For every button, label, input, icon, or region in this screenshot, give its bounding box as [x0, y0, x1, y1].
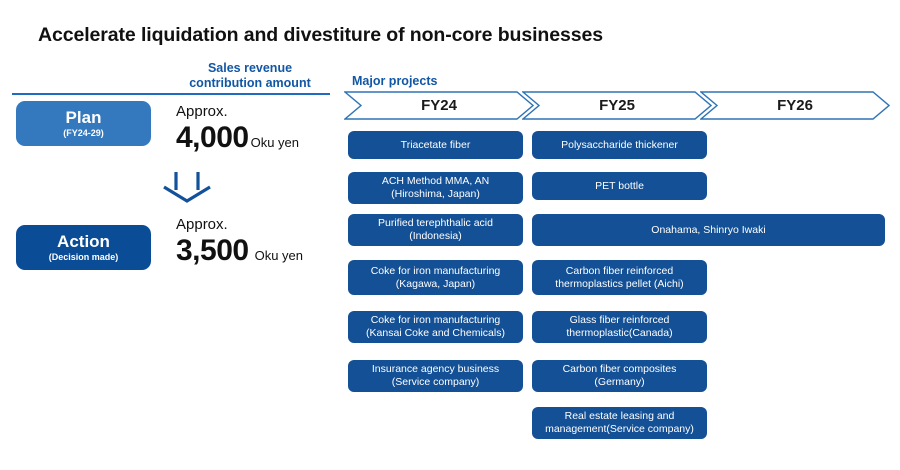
stage-pill-plan-sub: (FY24-29) [63, 128, 104, 138]
project-bar[interactable]: Insurance agency business(Service compan… [348, 360, 523, 392]
amount-action-unit: Oku yen [254, 248, 303, 263]
project-bar[interactable]: ACH Method MMA, AN(Hiroshima, Japan) [348, 172, 523, 204]
page-title: Accelerate liquidation and divestiture o… [38, 24, 603, 46]
stage-pill-action-sub: (Decision made) [48, 252, 119, 262]
project-bar[interactable]: Triacetate fiber [348, 131, 523, 159]
project-bar[interactable]: Coke for iron manufacturing(Kansai Coke … [348, 311, 523, 343]
stage-pill-plan-name: Plan [65, 108, 102, 127]
project-bar-spanning[interactable]: Onahama, Shinryo Iwaki [532, 214, 885, 246]
stage-pill-action-name: Action [57, 232, 110, 251]
fiscal-year-band: FY24 FY25 FY26 [344, 91, 890, 120]
down-arrow-icon [160, 170, 222, 206]
stage-pill-action[interactable]: Action (Decision made) [16, 225, 151, 270]
sales-revenue-underline [12, 93, 330, 95]
amount-action-approx: Approx. [176, 216, 228, 233]
chevron-fy25-label: FY25 [599, 97, 635, 114]
amount-action-value: 3,500 [176, 234, 249, 267]
amount-plan: Approx. 4,000 Oku yen [176, 102, 299, 155]
amount-plan-row: 4,000 Oku yen [176, 121, 299, 155]
amount-plan-approx: Approx. [176, 103, 228, 120]
sales-revenue-header: Sales revenue contribution amount [170, 61, 330, 90]
amount-action-row: 3,500 Oku yen [176, 234, 303, 268]
project-bar[interactable]: Coke for iron manufacturing(Kagawa, Japa… [348, 260, 523, 295]
chevron-fy24 [344, 91, 534, 120]
amount-plan-value: 4,000 [176, 121, 249, 154]
project-bar[interactable]: PET bottle [532, 172, 707, 200]
chevron-fy24-label: FY24 [421, 97, 457, 114]
project-bar[interactable]: Carbon fiber composites(Germany) [532, 360, 707, 392]
chevron-fy26-label: FY26 [777, 97, 813, 114]
chevron-fy26 [700, 91, 890, 120]
amount-plan-unit: Oku yen [250, 135, 299, 150]
project-bar[interactable]: Polysaccharide thickener [532, 131, 707, 159]
major-projects-header: Major projects [352, 74, 438, 88]
project-bar[interactable]: Purified terephthalic acid(Indonesia) [348, 214, 523, 246]
sales-revenue-header-line2: contribution amount [189, 75, 311, 90]
sales-revenue-header-line1: Sales revenue [207, 61, 293, 75]
stage-pill-plan[interactable]: Plan (FY24-29) [16, 101, 151, 146]
amount-action: Approx. 3,500 Oku yen [176, 215, 303, 268]
chevron-fy25 [522, 91, 712, 120]
